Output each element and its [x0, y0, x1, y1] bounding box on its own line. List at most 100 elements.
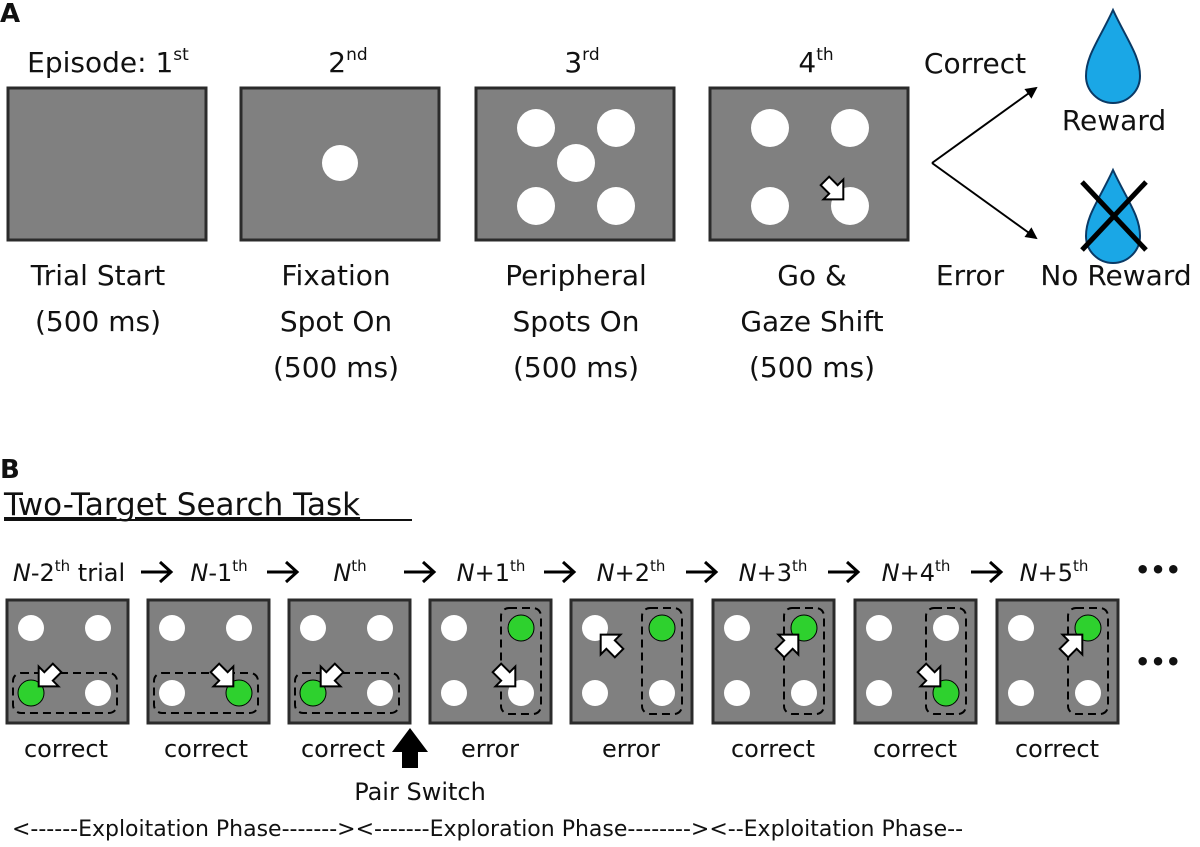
episode-2-caption-1: Fixation	[281, 259, 390, 292]
correct-label: Correct	[924, 47, 1026, 80]
trial-result-8: correct	[1015, 735, 1099, 763]
episode-2-title: 2nd	[328, 45, 367, 79]
episode-2-caption-3: (500 ms)	[273, 351, 399, 384]
spot	[1008, 615, 1034, 641]
peripheral-spot-ll	[517, 187, 555, 225]
gaze-arrow-icon	[37, 662, 63, 688]
target-pair-box	[641, 607, 683, 715]
reward-label: Reward	[1062, 104, 1166, 137]
no-reward-label: No Reward	[1040, 259, 1191, 292]
sequence-arrow-icon	[686, 560, 719, 584]
target-pair-box	[12, 672, 118, 714]
episode-4-caption-3: (500 ms)	[749, 351, 875, 384]
spot	[582, 680, 608, 706]
trial-result-3: correct	[301, 735, 385, 763]
episode-1-title: Episode: 1st	[27, 45, 189, 79]
trial-result-7: correct	[873, 735, 957, 763]
screen-ellipsis: •••	[1135, 648, 1181, 676]
target-pair-box	[1067, 607, 1109, 715]
target-pair-box	[925, 607, 967, 715]
spot	[300, 615, 326, 641]
cross-stroke-2	[1080, 180, 1148, 252]
sequence-arrow-icon	[544, 560, 577, 584]
spot	[159, 615, 185, 641]
trial-result-6: correct	[731, 735, 815, 763]
trial-label-5: N+2th	[597, 557, 666, 587]
episode-1-caption-2: (500 ms)	[35, 305, 161, 338]
spot	[649, 680, 675, 706]
exploitation-phase-label: <------Exploitation Phase------->	[12, 817, 356, 842]
trial-ellipsis: •••	[1135, 556, 1181, 584]
target-pair-box	[783, 607, 825, 715]
spot	[85, 615, 111, 641]
sequence-arrow-icon	[828, 560, 861, 584]
peripheral-spot-ur	[597, 109, 635, 147]
target-spot	[507, 614, 535, 642]
screen-trial-start	[6, 86, 208, 242]
trial-result-5: error	[602, 735, 660, 763]
target-pair-box	[153, 672, 259, 714]
target-spot	[299, 679, 327, 707]
spot	[866, 615, 892, 641]
episode-3-caption-3: (500 ms)	[513, 351, 639, 384]
trial-label-4: N+1th	[457, 557, 526, 587]
spot	[1075, 680, 1101, 706]
pair-switch-label: Pair Switch	[354, 778, 486, 806]
target-spot	[648, 614, 676, 642]
spot	[724, 680, 750, 706]
target-pair-box	[294, 672, 400, 714]
trial-label-6: N+3th	[739, 557, 808, 587]
gaze-arrow-icon	[319, 662, 345, 688]
correct-branch-arrow	[931, 86, 1038, 164]
gaze-arrow-icon	[819, 175, 845, 201]
sequence-arrow-icon	[267, 560, 300, 584]
pair-switch-arrow-icon	[392, 728, 428, 768]
phase-line: <------Exploitation Phase-------><------…	[12, 817, 963, 842]
peripheral-spot-lr	[597, 187, 635, 225]
gaze-arrow-icon	[916, 662, 942, 688]
episode-4-caption-2: Gaze Shift	[740, 305, 883, 338]
fixation-spot	[322, 145, 358, 181]
spot	[441, 680, 467, 706]
spot	[226, 615, 252, 641]
episode-4-caption-1: Go &	[777, 259, 847, 292]
exploitation-phase-end-label: <--Exploitation Phase--	[709, 817, 963, 842]
trial-label-7: N+4th	[882, 557, 951, 587]
task-title: Two-Target Search Task	[3, 487, 360, 523]
gaze-arrow-icon	[774, 633, 800, 659]
trial-label-3: Nth	[333, 557, 366, 587]
gaze-arrow-icon	[209, 662, 235, 688]
peripheral-spot-ul	[517, 109, 555, 147]
go-spot-ul	[751, 109, 789, 147]
go-spot-ll	[751, 187, 789, 225]
gaze-arrow-icon	[599, 633, 625, 659]
sequence-arrow-icon	[404, 560, 437, 584]
episode-3-caption-1: Peripheral	[505, 259, 647, 292]
spot	[367, 615, 393, 641]
go-spot-ur	[831, 109, 869, 147]
target-spot	[17, 679, 45, 707]
gaze-arrow-icon	[1058, 633, 1084, 659]
trial-result-1: correct	[24, 735, 108, 763]
sequence-arrows	[141, 560, 1004, 584]
spot	[85, 680, 111, 706]
spot	[18, 615, 44, 641]
trial-result-2: correct	[164, 735, 248, 763]
spot	[367, 680, 393, 706]
episode-2-caption-2: Spot On	[280, 305, 392, 338]
peripheral-spot-center	[557, 144, 595, 182]
spot	[1008, 680, 1034, 706]
episode-3-title: 3rd	[564, 45, 599, 79]
spot	[159, 680, 185, 706]
spot	[866, 680, 892, 706]
sequence-arrow-icon	[971, 560, 1004, 584]
episode-3-caption-2: Spots On	[513, 305, 640, 338]
exploration-phase-label: <-------Exploration Phase-------->	[356, 817, 710, 842]
error-branch-arrow	[931, 162, 1038, 240]
target-pair-box	[500, 607, 542, 715]
error-label: Error	[936, 259, 1005, 292]
panel-b-letter: B	[0, 455, 20, 485]
trial-label-2: N-1th	[190, 557, 247, 587]
